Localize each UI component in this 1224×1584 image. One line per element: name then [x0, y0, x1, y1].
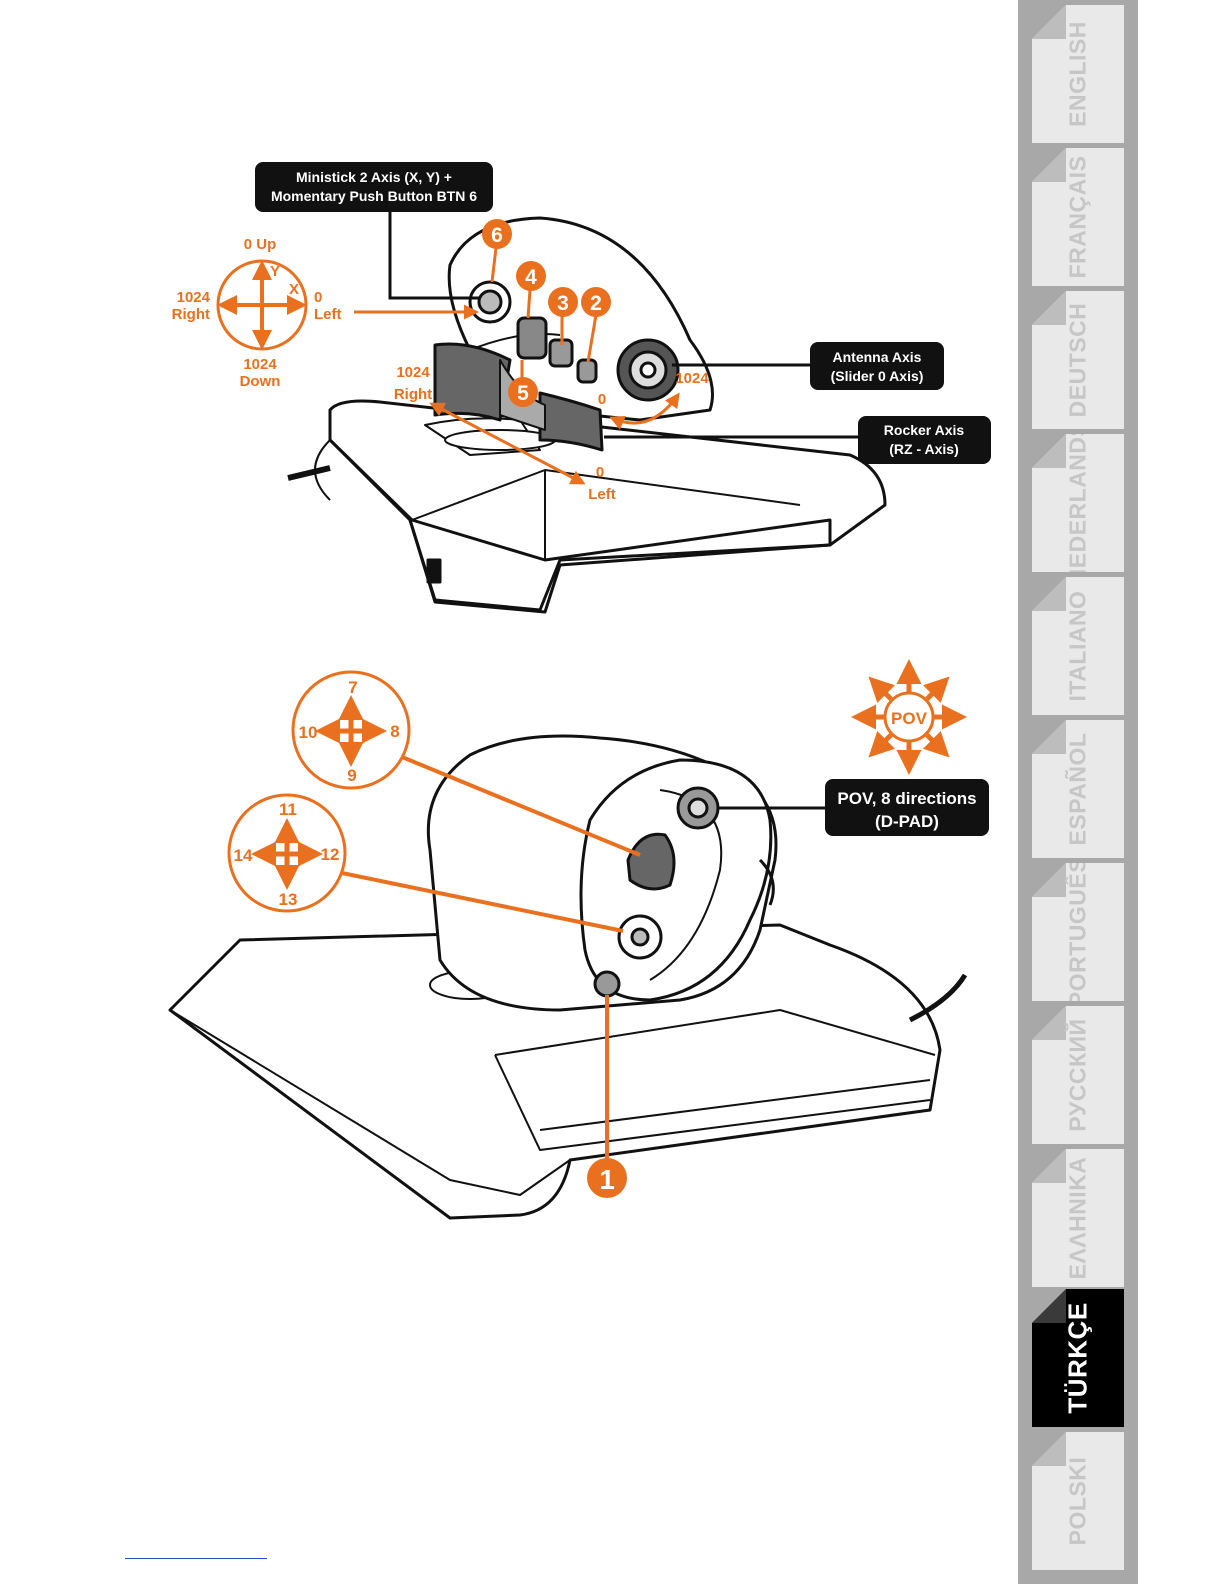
hat-b-compass: 11 12 13 14: [227, 793, 347, 913]
rocker-range: 1024 Right 0 Left: [394, 364, 616, 503]
pov-icon: POV: [851, 659, 967, 775]
rocker-label: Rocker Axis (RZ - Axis): [858, 416, 991, 464]
antenna-range: 0 1024: [598, 370, 710, 408]
svg-text:1024: 1024: [243, 356, 277, 373]
svg-text:5: 5: [517, 382, 529, 405]
badge-4: 4: [516, 261, 546, 319]
ministick-leader: [388, 212, 480, 300]
svg-text:POV: POV: [891, 709, 928, 728]
ministick-label: Ministick 2 Axis (X, Y) + Momentary Push…: [255, 162, 493, 212]
rocker-range-arrow: [429, 402, 586, 485]
svg-text:13: 13: [279, 890, 298, 909]
svg-text:Left: Left: [588, 486, 616, 503]
svg-text:14: 14: [234, 846, 253, 865]
svg-text:12: 12: [321, 845, 340, 864]
svg-text:4: 4: [525, 266, 537, 289]
badge-5: 5: [508, 360, 538, 407]
svg-text:2: 2: [590, 292, 602, 315]
badge-3: 3: [548, 287, 578, 345]
svg-text:Rocker Axis: Rocker Axis: [884, 422, 965, 438]
svg-text:0: 0: [596, 464, 604, 481]
ministick-compass: 0 Up Y X 1024 Right 0 Left 1024 Down: [172, 236, 342, 390]
svg-text:(Slider 0 Axis): (Slider 0 Axis): [831, 368, 924, 384]
svg-text:7: 7: [348, 678, 357, 697]
badge-2: 2: [581, 287, 611, 363]
svg-text:X: X: [289, 281, 299, 298]
svg-text:Down: Down: [240, 373, 281, 390]
svg-text:1: 1: [599, 1164, 615, 1195]
svg-text:Left: Left: [314, 306, 342, 323]
svg-text:10: 10: [299, 723, 318, 742]
pov-label: POV, 8 directions (D-PAD): [825, 779, 989, 836]
svg-text:0: 0: [314, 289, 322, 306]
antenna-label: Antenna Axis (Slider 0 Axis): [810, 342, 944, 390]
svg-text:Momentary Push Button BTN 6: Momentary Push Button BTN 6: [271, 188, 477, 204]
antenna-range-arrow: [609, 392, 680, 430]
svg-text:1024: 1024: [396, 364, 430, 381]
hat-a-pointer: [401, 755, 641, 857]
hat-a-compass: 7 8 9 10: [291, 670, 411, 790]
svg-text:3: 3: [557, 292, 569, 315]
badge-6: 6: [482, 219, 512, 283]
language-tab-русский[interactable]: РУССКИЙ: [1032, 1006, 1124, 1144]
svg-text:0 Up: 0 Up: [244, 236, 277, 253]
svg-text:POV, 8 directions: POV, 8 directions: [837, 789, 976, 808]
throttle-top-illustration: [287, 216, 887, 614]
svg-text:Right: Right: [172, 306, 210, 323]
svg-text:1024: 1024: [177, 289, 211, 306]
svg-text:Right: Right: [394, 386, 432, 403]
svg-text:(D-PAD): (D-PAD): [875, 812, 939, 831]
svg-text:9: 9: [347, 766, 356, 785]
svg-text:1024: 1024: [675, 370, 709, 387]
language-tab-polski[interactable]: POLSKI: [1032, 1432, 1124, 1570]
svg-text:(RZ - Axis): (RZ - Axis): [889, 441, 958, 457]
language-tab-español[interactable]: ESPAÑOL: [1032, 720, 1124, 858]
badge-1: 1: [587, 995, 627, 1198]
svg-text:Antenna Axis: Antenna Axis: [833, 349, 922, 365]
footer-link-underline: [125, 1558, 267, 1559]
svg-text:Ministick 2 Axis (X, Y) +: Ministick 2 Axis (X, Y) +: [296, 169, 452, 185]
svg-text:11: 11: [279, 800, 297, 819]
language-tab-english[interactable]: ENGLISH: [1032, 5, 1124, 143]
language-tab-ελληνικα[interactable]: ΕΛΛΗΝΙΚΑ: [1032, 1149, 1124, 1287]
svg-text:6: 6: [491, 224, 503, 247]
svg-text:Y: Y: [270, 263, 280, 280]
hat-b-pointer: [341, 871, 624, 933]
svg-text:8: 8: [390, 722, 399, 741]
language-tab-português[interactable]: PORTUGUÊS: [1032, 863, 1124, 1001]
svg-text:0: 0: [598, 391, 606, 408]
